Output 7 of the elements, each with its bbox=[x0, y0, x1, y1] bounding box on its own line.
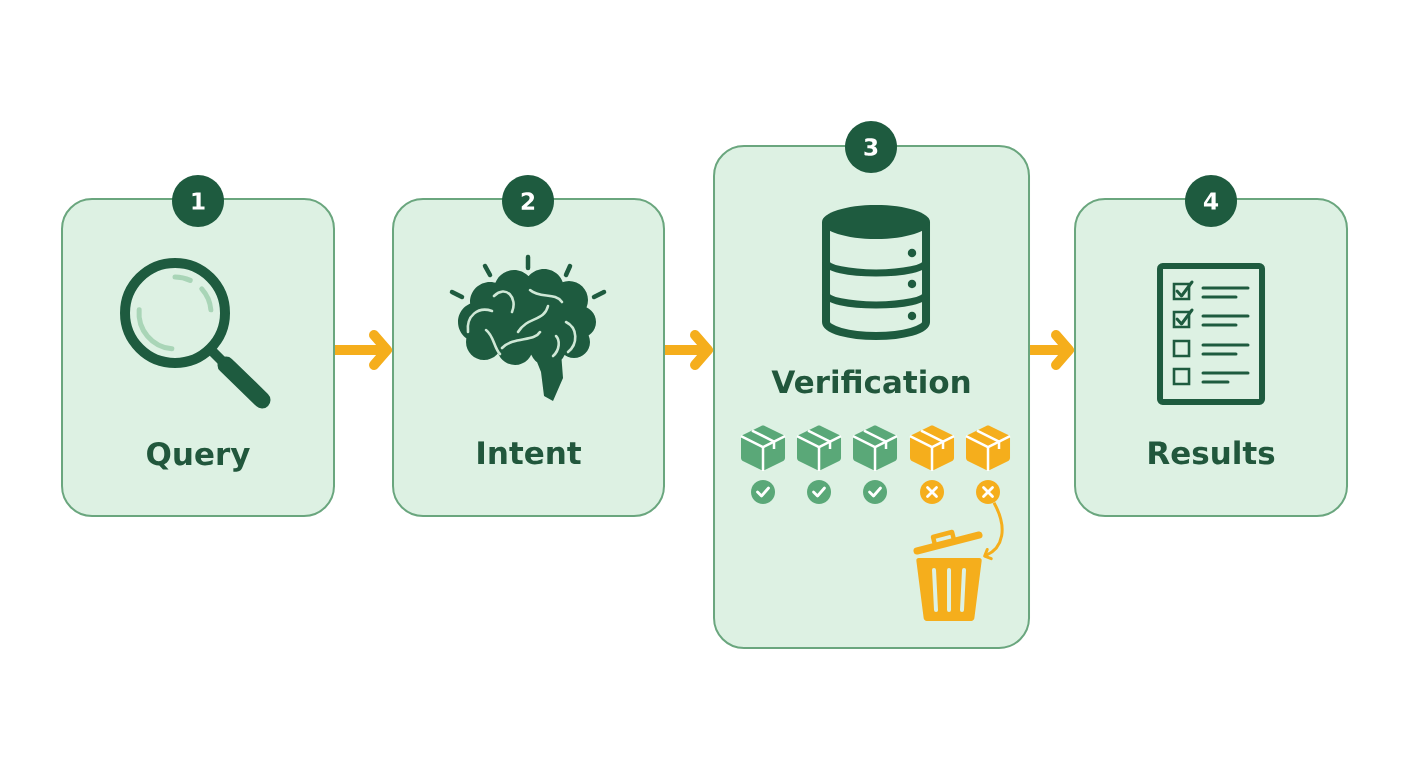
trash-can-icon bbox=[913, 529, 983, 621]
number-badge: 4 bbox=[1185, 175, 1237, 227]
number-badge: 2 bbox=[502, 175, 554, 227]
number-badge: 1 bbox=[172, 175, 224, 227]
number-badge: 3 bbox=[845, 121, 897, 173]
curved-arrow bbox=[983, 502, 1004, 561]
cross-icon bbox=[976, 480, 1000, 504]
